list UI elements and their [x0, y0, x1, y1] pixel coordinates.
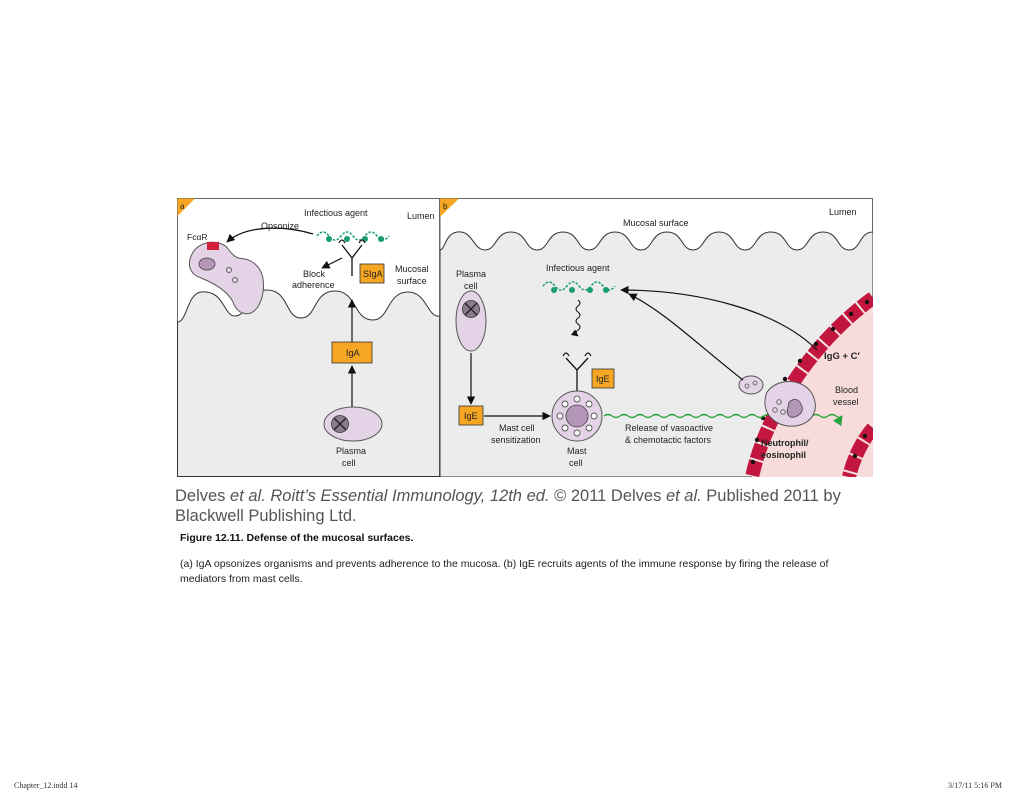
neutrophil-label-2: eosinophil: [761, 450, 806, 460]
panel-a-tag-label: a: [180, 202, 185, 211]
opsonize-label: Opsonize: [261, 221, 299, 231]
mucosal-surface-label-2: surface: [397, 276, 427, 286]
panel-a-lumen-label: Lumen: [407, 211, 435, 221]
panel-b-infectious-agent-label: Infectious agent: [546, 263, 610, 273]
fc-alpha-receptor-label: FcαR: [187, 232, 208, 242]
blood-vessel-label-1: Blood: [835, 385, 858, 395]
agent-to-mast-squiggle: [570, 299, 581, 337]
panel-a-tissue: [177, 289, 440, 477]
panel-b-plasma-label-2: cell: [464, 281, 478, 291]
ige-box: [458, 405, 484, 426]
footer-timestamp: 3/17/11 5:16 PM: [948, 781, 1002, 790]
panel-b-tag-label: b: [443, 202, 448, 211]
panel-b-plasma-label-1: Plasma: [456, 269, 486, 279]
panel-a-phagocyte: [188, 241, 264, 315]
igg-arrow-lower: [628, 293, 744, 381]
panel-b-plasma-cell: [455, 290, 487, 352]
block-adherence-arrow: [321, 257, 343, 269]
sensitization-label-2: sensitization: [491, 435, 541, 445]
iga-label: IgA: [346, 348, 360, 358]
ige-label-box: [591, 368, 615, 389]
panel-b-tag: [440, 198, 459, 217]
sensitization-label-1: Mast cell: [499, 423, 535, 433]
panel-a-plasma-cell: [323, 406, 383, 442]
siga-box: [359, 263, 385, 284]
mast-cell: [551, 390, 603, 442]
panel-a-infectious-agent-label: Infectious agent: [304, 208, 368, 218]
opsonize-arrow: [226, 227, 314, 243]
figure-caption-title: Figure 12.11. Defense of the mucosal sur…: [180, 532, 414, 544]
fc-alpha-receptor-icon: [207, 242, 219, 250]
credit-part-2: et al. Roitt’s Essential Immunology, 12t…: [230, 487, 550, 505]
ige-box-label: IgE: [464, 411, 478, 421]
igg-arrow-upper: [620, 285, 818, 351]
block-adherence-label-1: Block: [303, 269, 326, 279]
neutrophil-cell: [738, 375, 816, 427]
panel-a-plasma-label-1: Plasma: [336, 446, 366, 456]
panel-a: a Lumen Infectious agent Opsonize FcαR: [177, 198, 440, 477]
release-label-1: Release of vasoactive: [625, 423, 713, 433]
mucosal-surface-label-1: Mucosal: [395, 264, 429, 274]
mucosal-defense-diagram: a Lumen Infectious agent Opsonize FcαR: [177, 198, 873, 477]
panel-a-tag: [177, 198, 195, 216]
panel-b-mucosal-surface-label: Mucosal surface: [623, 218, 689, 228]
credit-part-4: et al.: [665, 487, 702, 505]
credit-part-5: Published 2011 by Blackwell Publishing L…: [175, 487, 841, 525]
siga-label: SIgA: [363, 269, 383, 279]
block-adherence-label-2: adherence: [292, 280, 335, 290]
book-credit: Delves et al. Roitt’s Essential Immunolo…: [175, 486, 875, 526]
figure-caption-text: (a) IgA opsonizes organisms and prevents…: [180, 558, 829, 585]
credit-part-1: Delves: [175, 487, 231, 505]
panel-b: b Mucosal surface Lumen Plasma cell IgE …: [439, 198, 873, 477]
blood-vessel: [745, 292, 873, 477]
mast-cell-label-1: Mast: [567, 446, 587, 456]
ige-label: IgE: [596, 374, 610, 384]
siga-antibody-icon: [338, 239, 366, 276]
release-label-2: & chemotactic factors: [625, 435, 712, 445]
igg-complement-label: IgG + C′: [824, 351, 861, 362]
panel-b-infectious-agent: [542, 281, 616, 293]
blood-vessel-label-2: vessel: [833, 397, 859, 407]
panel-b-lumen-label: Lumen: [829, 207, 857, 217]
mast-cell-label-2: cell: [569, 458, 583, 468]
footer-filename: Chapter_12.indd 14: [14, 781, 78, 790]
panel-a-plasma-label-2: cell: [342, 458, 356, 468]
credit-part-3: © 2011 Delves: [549, 487, 666, 505]
iga-box: [331, 341, 373, 364]
neutrophil-label-1: Neutrophil/: [761, 438, 809, 448]
ige-antibody-icon: [562, 352, 592, 391]
